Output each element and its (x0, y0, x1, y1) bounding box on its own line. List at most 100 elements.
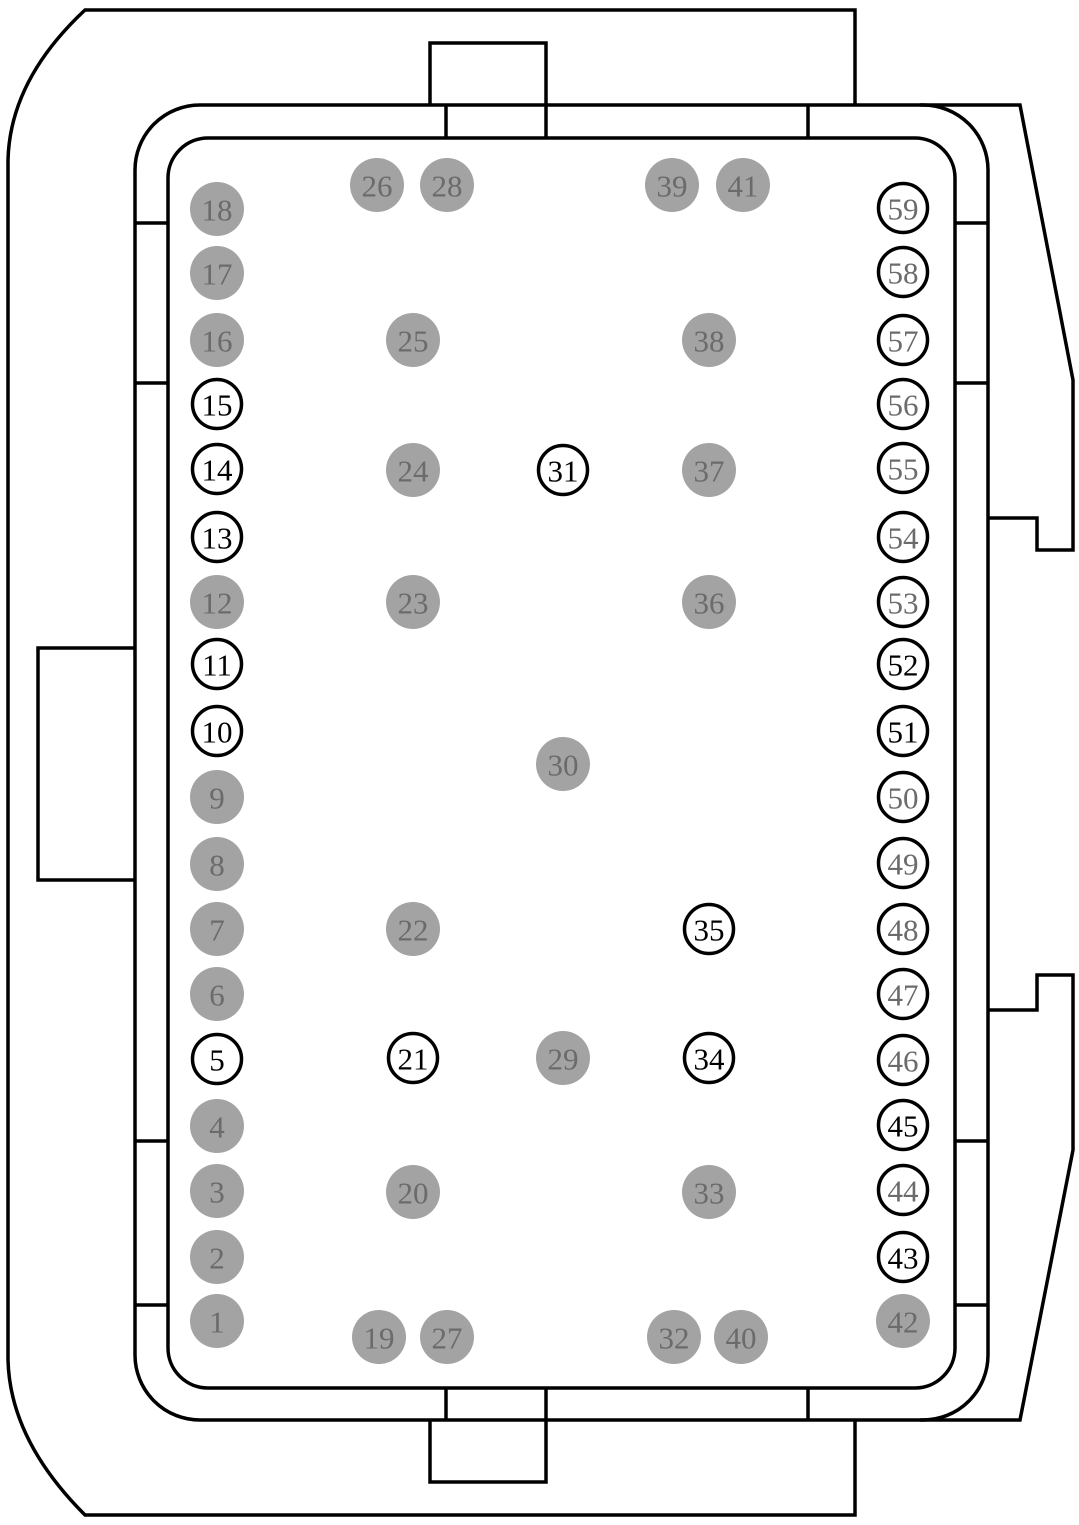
right-latch-lower-outline (920, 973, 1075, 1422)
pin-37: 37 (682, 443, 736, 497)
pin-49: 49 (876, 836, 930, 890)
pin-53: 53 (876, 575, 930, 629)
pin-label: 32 (659, 1321, 690, 1356)
pin-34: 34 (682, 1031, 736, 1085)
inner-cavity-outline (166, 136, 957, 1390)
pin-circle (876, 313, 930, 367)
pin-circle (350, 158, 404, 212)
pin-circle (876, 1098, 930, 1152)
pin-label: 12 (202, 586, 233, 621)
pin-3: 3 (190, 1164, 244, 1218)
pin-label: 13 (202, 521, 233, 556)
middle-frame-outline (133, 103, 990, 1422)
pin-circle (876, 967, 930, 1021)
pin-circle (190, 510, 244, 564)
pin-circle (682, 1165, 736, 1219)
pin-circle (190, 1032, 244, 1086)
pin-label: 4 (209, 1110, 225, 1145)
pin-label: 22 (398, 913, 429, 948)
pin-40: 40 (714, 1310, 768, 1364)
pin-circle (682, 313, 736, 367)
pin-circle (682, 575, 736, 629)
pin-label: 38 (694, 324, 725, 359)
pin-51: 51 (876, 704, 930, 758)
pin-circle (876, 1294, 930, 1348)
pin-label: 46 (888, 1044, 919, 1079)
pin-circle (876, 377, 930, 431)
pin-label: 50 (888, 781, 919, 816)
pin-circle (536, 443, 590, 497)
pin-57: 57 (876, 313, 930, 367)
pin-circle (876, 1033, 930, 1087)
pin-circle (420, 158, 474, 212)
pin-circle (876, 181, 930, 235)
pin-44: 44 (876, 1163, 930, 1217)
pin-label: 7 (209, 913, 225, 948)
pin-58: 58 (876, 245, 930, 299)
pin-25: 25 (386, 313, 440, 367)
pin-label: 20 (398, 1176, 429, 1211)
pin-label: 31 (548, 454, 579, 489)
pin-label: 40 (726, 1321, 757, 1356)
pin-circle (386, 575, 440, 629)
pin-9: 9 (190, 770, 244, 824)
pin-22: 22 (386, 902, 440, 956)
pin-41: 41 (716, 158, 770, 212)
top-tab-outline (428, 41, 810, 138)
pin-7: 7 (190, 902, 244, 956)
housing-outline (6, 8, 857, 1517)
pin-circle (536, 737, 590, 791)
pin-circle (876, 836, 930, 890)
pin-33: 33 (682, 1165, 736, 1219)
right-latch-outline (920, 103, 1075, 552)
pin-39: 39 (645, 158, 699, 212)
pin-label: 53 (888, 586, 919, 621)
pin-circle (876, 704, 930, 758)
pins-layer: 1234567891011121314151617181920212223242… (190, 158, 930, 1364)
pin-label: 48 (888, 913, 919, 948)
pin-46: 46 (876, 1033, 930, 1087)
pin-label: 18 (202, 193, 233, 228)
pin-label: 8 (209, 848, 225, 883)
pin-14: 14 (190, 442, 244, 496)
pin-circle (682, 443, 736, 497)
pin-45: 45 (876, 1098, 930, 1152)
pin-circle (716, 158, 770, 212)
pin-circle (876, 575, 930, 629)
pin-21: 21 (386, 1031, 440, 1085)
pin-label: 3 (209, 1175, 225, 1210)
pin-15: 15 (190, 377, 244, 431)
pin-13: 13 (190, 510, 244, 564)
pin-label: 25 (398, 324, 429, 359)
pin-55: 55 (876, 441, 930, 495)
pin-36: 36 (682, 575, 736, 629)
pin-label: 23 (398, 586, 429, 621)
pin-label: 44 (888, 1174, 920, 1209)
pin-circle (190, 704, 244, 758)
pin-label: 47 (888, 978, 919, 1013)
pin-circle (352, 1310, 406, 1364)
pin-circle (190, 182, 244, 236)
pin-4: 4 (190, 1099, 244, 1153)
pin-label: 57 (888, 324, 919, 359)
pin-label: 43 (888, 1241, 919, 1276)
pin-50: 50 (876, 770, 930, 824)
pin-54: 54 (876, 510, 930, 564)
pin-label: 5 (209, 1043, 225, 1078)
pin-20: 20 (386, 1165, 440, 1219)
pin-label: 55 (888, 452, 919, 487)
pin-circle (190, 837, 244, 891)
pin-circle (876, 1230, 930, 1284)
pin-label: 34 (694, 1042, 726, 1077)
pin-circle (536, 1031, 590, 1085)
pin-5: 5 (190, 1032, 244, 1086)
pin-label: 6 (209, 978, 225, 1013)
pin-label: 56 (888, 388, 919, 423)
pin-23: 23 (386, 575, 440, 629)
pin-circle (190, 377, 244, 431)
pin-label: 17 (202, 257, 233, 292)
pin-label: 35 (694, 913, 725, 948)
pin-label: 2 (209, 1241, 225, 1276)
pin-label: 14 (202, 453, 234, 488)
